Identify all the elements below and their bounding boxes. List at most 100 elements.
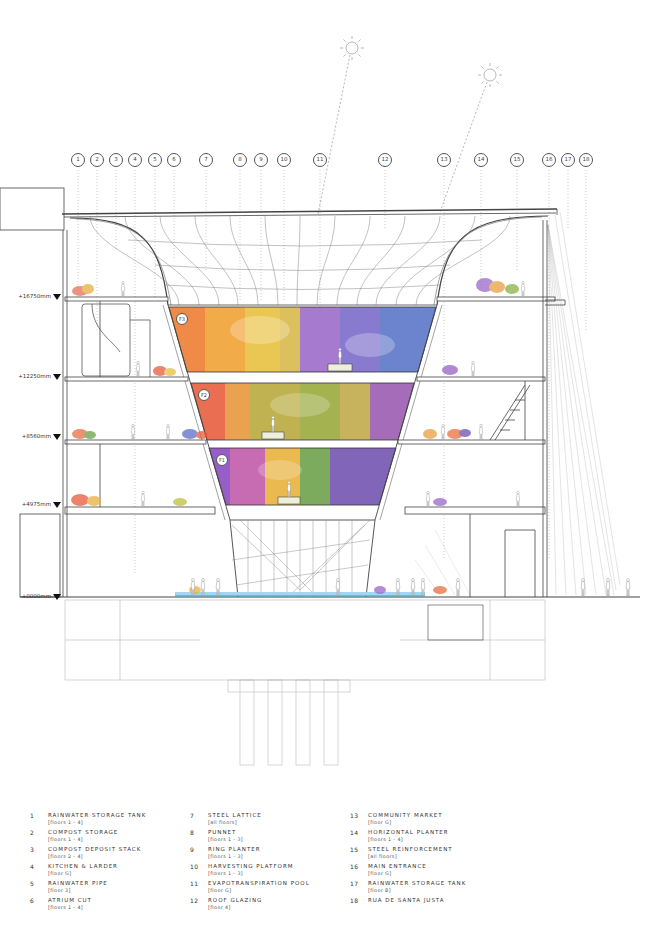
key-floors: [floors 2 - 4] [48, 855, 83, 860]
leader-lines [586, 170, 587, 330]
floor-tag: F1 [216, 454, 228, 466]
people [191, 578, 195, 596]
basement [65, 600, 545, 765]
roof-glazing-lattice [265, 216, 278, 305]
people [421, 578, 425, 596]
planters [182, 429, 198, 439]
atrium-structure [380, 305, 442, 520]
atrium-structure [168, 305, 230, 520]
leader-lines [261, 170, 262, 300]
callout-number: 18 [579, 153, 593, 167]
people [479, 424, 482, 440]
punnet-band [345, 333, 395, 357]
sun-rays [478, 63, 502, 87]
planters [442, 365, 458, 375]
callout-text: 16 [546, 157, 553, 163]
harvesting-platform [328, 364, 352, 371]
basement [65, 600, 545, 680]
leader-lines [116, 170, 117, 250]
key-number: 16 [350, 864, 359, 870]
people [471, 361, 474, 377]
planters [196, 431, 208, 439]
people [271, 416, 274, 432]
roof-glazing-lattice [125, 216, 199, 305]
atrium-structure [163, 305, 442, 597]
callout-number: 9 [254, 153, 268, 167]
level-marker: +12250mm [18, 374, 51, 380]
key-floors: [floor 3] [48, 889, 71, 894]
band-edges [169, 307, 436, 372]
basement [240, 680, 254, 765]
key-name: COMMUNITY MARKET [368, 813, 443, 819]
rainwater-tank [82, 304, 130, 376]
key-name: ROOF GLAZING [208, 898, 262, 904]
punnet-band [230, 316, 290, 344]
key-floors: [floors 1 - 3] [208, 872, 243, 877]
walls [470, 514, 535, 597]
planters [459, 429, 471, 437]
callout-text: 7 [204, 157, 208, 163]
callout-text: 15 [514, 157, 521, 163]
key-name: RUA DE SANTA JUSTA [368, 898, 445, 904]
people [166, 424, 169, 440]
light-hatch [548, 225, 596, 595]
roof-structure [0, 188, 557, 305]
leader-lines [568, 170, 569, 230]
callout-text: 3 [114, 157, 118, 163]
people [121, 281, 124, 297]
key-floors: [floors 1 - 4] [48, 821, 83, 826]
planters [423, 429, 437, 439]
key-floors: [floors 1 - 4] [48, 906, 83, 911]
roof-glazing-lattice [230, 216, 258, 305]
leader-lines [385, 170, 386, 228]
key-number: 10 [190, 864, 199, 870]
key-name: RING PLANTER [208, 847, 261, 853]
key-floors: [floor G] [368, 872, 391, 877]
key-name: COMPOST STORAGE [48, 830, 118, 836]
walls [543, 220, 547, 597]
key-floors: [floor G] [208, 889, 231, 894]
punnet-band [280, 300, 300, 380]
leader-lines [97, 170, 98, 330]
basement [65, 600, 545, 680]
level-markers [53, 294, 61, 600]
harvesting-platform [262, 364, 352, 504]
roof-structure [76, 219, 171, 305]
planters [164, 368, 176, 376]
band-edges [169, 307, 436, 505]
callout-text: 11 [317, 157, 324, 163]
evapotranspiration-pool [175, 596, 425, 597]
sun-rays [346, 42, 358, 54]
callout-text: 6 [172, 157, 176, 163]
light-hatch [548, 225, 586, 595]
light-hatch [415, 212, 620, 595]
key-number: 13 [350, 813, 359, 819]
band-edges [191, 383, 414, 440]
basement [296, 680, 310, 765]
steel-lattice [232, 520, 370, 597]
sun-rays [484, 69, 496, 81]
level-markers [53, 434, 61, 440]
roof-structure [437, 216, 548, 305]
key-floors: [floor 4] [208, 906, 231, 911]
people [396, 578, 400, 596]
callout-text: 4 [133, 157, 137, 163]
callout-number: 1 [71, 153, 85, 167]
roof-glazing-lattice [155, 265, 450, 271]
leader-lines [206, 170, 207, 270]
walls [20, 514, 60, 597]
level-markers [53, 502, 61, 508]
roof-glazing-lattice [164, 285, 441, 290]
key-floors: [all floors] [208, 821, 237, 826]
callout-number: 12 [378, 153, 392, 167]
key-number: 11 [190, 881, 199, 887]
callout-number: 5 [148, 153, 162, 167]
people [626, 578, 630, 596]
punnet-band [200, 444, 400, 514]
callout-number: 16 [542, 153, 556, 167]
people [456, 578, 460, 596]
punnet-band [258, 460, 302, 480]
callout-number: 13 [437, 153, 451, 167]
